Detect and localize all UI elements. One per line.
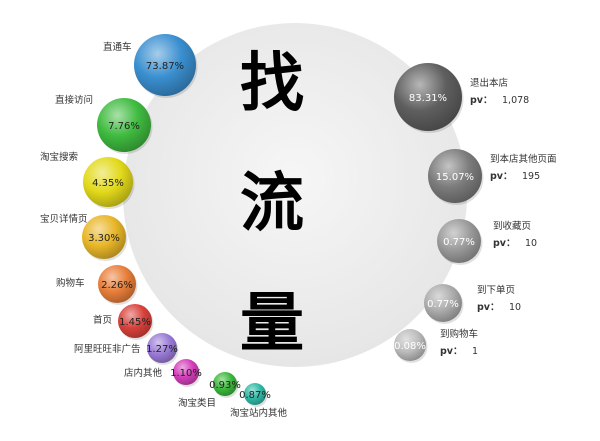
- pv-label: pv：: [493, 238, 516, 249]
- destination-percent: 15.07%: [436, 172, 474, 183]
- source-bubble: [147, 333, 177, 363]
- source-label: 宝贝详情页: [40, 213, 88, 225]
- destination-bubble: [394, 329, 426, 361]
- title-char-2: 流: [240, 167, 304, 241]
- title-char-3: 量: [240, 287, 304, 361]
- pv-label: pv：: [440, 346, 463, 357]
- pv-label: pv：: [477, 302, 500, 313]
- pv-value: 195: [522, 171, 540, 182]
- source-label: 阿里旺旺非广告: [74, 343, 141, 355]
- destination-label: 到购物车: [440, 328, 478, 340]
- source-label: 直通车: [103, 41, 132, 53]
- pv-value: 1,078: [502, 95, 529, 106]
- source-label: 购物车: [56, 277, 85, 289]
- source-label: 淘宝类目: [178, 397, 216, 409]
- source-bubble: [213, 372, 237, 396]
- source-percent: 2.26%: [101, 280, 133, 291]
- pv-value: 1: [472, 346, 478, 357]
- source-percent: 0.87%: [239, 390, 271, 401]
- source-percent: 7.76%: [108, 121, 140, 132]
- source-bubble: [98, 265, 136, 303]
- source-label: 淘宝搜索: [40, 151, 78, 163]
- source-label: 首页: [93, 314, 112, 326]
- source-percent: 73.87%: [146, 61, 184, 72]
- destination-label: 退出本店: [470, 77, 508, 89]
- source-label: 店内其他: [124, 367, 163, 379]
- source-bubble: [97, 98, 151, 152]
- source-percent: 4.35%: [92, 178, 124, 189]
- source-bubble: [134, 34, 196, 96]
- pv-label: pv：: [490, 171, 513, 182]
- source-percent: 3.30%: [88, 233, 120, 244]
- source-bubble: [244, 383, 266, 405]
- source-bubble: [118, 304, 152, 338]
- destination-bubble: [428, 149, 482, 203]
- source-percent: 0.93%: [209, 380, 241, 391]
- title-char-1: 找: [240, 47, 304, 121]
- destination-label: 到本店其他页面: [490, 153, 557, 165]
- destination-bubble: [424, 284, 462, 322]
- source-label: 淘宝站内其他: [230, 407, 288, 419]
- pv-value: 10: [509, 302, 521, 313]
- destination-percent: 83.31%: [409, 93, 447, 104]
- pv-value: 10: [525, 238, 537, 249]
- destination-bubble: [437, 219, 481, 263]
- source-percent: 1.45%: [119, 317, 151, 328]
- pv-label: pv：: [470, 95, 493, 106]
- destination-percent: 0.08%: [394, 341, 426, 352]
- source-bubble: [83, 157, 133, 207]
- source-percent: 1.27%: [146, 344, 178, 355]
- destination-label: 到收藏页: [493, 220, 531, 232]
- destination-percent: 0.77%: [427, 299, 459, 310]
- source-bubble: [173, 359, 199, 385]
- source-bubble: [82, 215, 126, 259]
- destination-percent: 0.77%: [443, 237, 475, 248]
- destination-bubble: [394, 63, 462, 131]
- source-percent: 1.10%: [170, 368, 202, 379]
- source-label: 直接访问: [55, 94, 93, 106]
- destination-label: 到下单页: [477, 284, 515, 296]
- background-circle: [123, 23, 467, 367]
